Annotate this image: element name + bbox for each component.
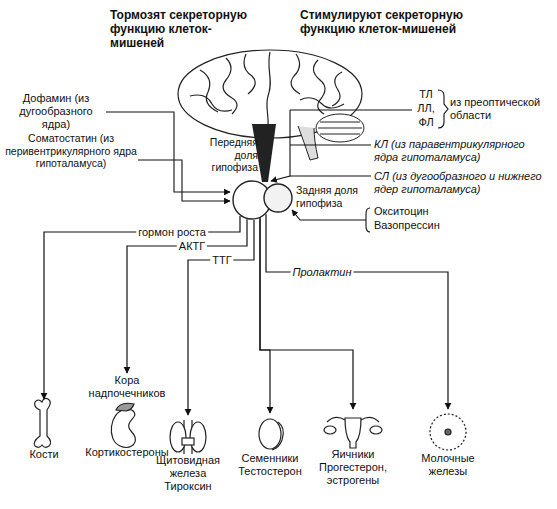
organ-picture-space (148, 416, 228, 454)
hormone-label: Вазопрессин (374, 219, 464, 232)
uterus-drawing (345, 418, 361, 448)
testis-drawing (259, 419, 281, 449)
lobe-label: Передняя доля гипофиза (192, 136, 258, 174)
pituitary-lobe: Задняя доля гипофиза (263, 183, 293, 213)
organ-picture-space (232, 414, 308, 452)
hormone-name: ТТГ (210, 254, 233, 267)
organ-label: Яичники (306, 448, 400, 461)
target-organ: ЯичникиПрогестерон, эстрогены (306, 410, 400, 488)
hormone-arrow (266, 214, 448, 409)
organ-picture-space (79, 400, 175, 446)
organ-label: Семенники (232, 452, 308, 465)
hormone-label: Соматостатин (из перивентрикулярного ядр… (4, 132, 138, 170)
organ-label: Щитовидная железа (148, 454, 228, 480)
hormone-label: КЛ (из паравентрикулярного ядра гипотала… (374, 138, 550, 164)
hormone-arrow (260, 218, 353, 409)
hormone-arrow (260, 218, 270, 413)
organ-drawings (34, 398, 466, 454)
lobe-label: Задняя доля гипофиза (296, 184, 362, 209)
breast-drawing (430, 414, 466, 450)
target-organ: СеменникиТестостерон (232, 414, 308, 478)
hormone-label: ФЛ (414, 116, 438, 129)
kidney-drawing (111, 409, 135, 447)
organ-label: Прогестерон, эстрогены (306, 461, 400, 487)
target-organ: Молочные железы (406, 410, 490, 478)
hormone-arrow (127, 219, 247, 373)
hormone-arrow (44, 216, 240, 399)
organ-picture-space (306, 410, 400, 448)
hormone-name: АКТГ (177, 240, 207, 253)
lobe-outline (263, 183, 293, 213)
hormone-label: ЛЛ, (414, 102, 438, 115)
organ-label: Молочные железы (406, 452, 490, 478)
organ-picture-space (406, 410, 490, 452)
organ-label: Кости (14, 448, 74, 461)
adrenal-cap (116, 403, 134, 411)
target-organ: Щитовидная железаТироксин (148, 416, 228, 494)
target-organ: Кора надпочечниковКортикостероны (79, 374, 175, 460)
column-heading: Тормозят секреторную функцию клеток-мише… (110, 8, 262, 50)
hormone-label: из преоптической области (450, 96, 550, 122)
column-heading: Стимулируют секреторную функцию клеток-м… (300, 8, 472, 36)
organ-label: Кора надпочечников (79, 374, 175, 400)
cerebellum (298, 114, 364, 160)
hormone-label: Дофамин (из дугообразного ядра) (4, 92, 108, 132)
hormone-label: Окситоцин (374, 205, 464, 218)
organ-label: Тироксин (148, 480, 228, 493)
organ-picture-space (14, 400, 74, 448)
hormone-label: СЛ (из дугообразного и нижнего ядер гипо… (374, 170, 552, 196)
hormone-name: гормон роста (136, 226, 208, 239)
organ-label: Тестостерон (232, 465, 308, 478)
hormone-label: ТЛ (414, 88, 438, 101)
target-organ: Кости (14, 400, 74, 461)
bone-drawing (34, 398, 50, 447)
hormone-name: Пролактин (291, 266, 354, 279)
